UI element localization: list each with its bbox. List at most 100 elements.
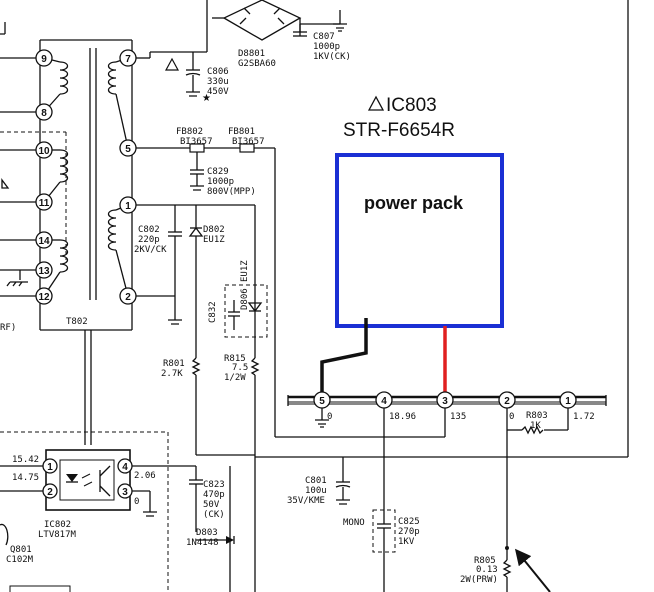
- t802-pin-11: 11: [39, 198, 50, 209]
- warning-icon: [164, 57, 180, 71]
- ic803-part: STR-F6654R: [343, 120, 455, 141]
- c832-ref: C832: [208, 301, 218, 323]
- t802-ref: T802: [66, 317, 88, 327]
- ic802-v3: 2.06: [134, 471, 156, 481]
- bridge-rectifier-d8801: D8801 G2SBA60: [150, 0, 302, 69]
- pin2-voltage: 0: [509, 412, 514, 422]
- q801-part: C102M: [6, 555, 34, 565]
- c807-v2: 1KV(CK): [313, 52, 351, 62]
- d806-ref: D806: [240, 288, 250, 310]
- r803-value: 1K: [530, 421, 541, 431]
- c801-v2: 35V/KME: [287, 496, 325, 506]
- t802-pin-5: 5: [125, 144, 131, 155]
- ic802-ref: IC802: [44, 520, 71, 530]
- t802-pin-7: 7: [125, 54, 131, 65]
- c802-ref: C802: [138, 225, 160, 235]
- capacitor-c807: C807 1000p 1KV(CK): [293, 10, 351, 62]
- q801-ref: Q801: [10, 545, 32, 555]
- r815-v1: 7.5: [232, 363, 248, 373]
- c806-ref: C806: [207, 67, 229, 77]
- ic803-pin-2: 2: [504, 396, 510, 407]
- resistor-r805: R805 0.13 2W(PRW): [460, 546, 551, 592]
- ic803-pin-5: 5: [319, 396, 325, 407]
- power-pack-outline: [335, 153, 504, 328]
- c823-ref: C823: [203, 480, 225, 490]
- t802-pin-8: 8: [41, 108, 47, 119]
- pin1-wiring: C802 220p 2KV/CK D802 EU1Z: [134, 204, 256, 358]
- r805-v1: 0.13: [476, 565, 498, 575]
- pin3-voltage: 135: [450, 412, 466, 422]
- capacitor-c825: MONO C825 270p 1KV: [343, 509, 420, 592]
- d802-ref: D802: [203, 225, 225, 235]
- ferrite-beads: FB802 BI3657 FB801 BI3657: [136, 127, 445, 438]
- d802-part: EU1Z: [203, 235, 225, 245]
- t802-pin-10: 10: [38, 146, 50, 157]
- ic802-pin-4: 4: [122, 462, 128, 473]
- c825-v1: 270p: [398, 527, 420, 537]
- ic802-pin-2: 2: [47, 487, 53, 498]
- pin1-voltage: 1.72: [573, 412, 595, 422]
- d803-part: 1N4148: [186, 538, 219, 548]
- r805-ref: R805: [474, 556, 496, 566]
- r805-v2: 2W(PRW): [460, 575, 498, 585]
- fb802-part: BI3657: [180, 137, 213, 147]
- c823-v2: 50V: [203, 500, 220, 510]
- c825-note: MONO: [343, 518, 365, 528]
- ic803-pin-bar: 5 4 3 2 1 0 18.96 135 0 1.72 R803 1K: [287, 391, 607, 560]
- t802-pin-14: 14: [38, 236, 50, 247]
- c807-ref: C807: [313, 32, 335, 42]
- t802-pin-13: 13: [38, 266, 50, 277]
- c806-v1: 330u: [207, 77, 229, 87]
- t802-pin-1: 1: [125, 201, 131, 212]
- diode-d803: D803 1N4148: [186, 466, 235, 592]
- d8801-part: G2SBA60: [238, 59, 276, 69]
- t802-pin-9: 9: [41, 54, 47, 65]
- capacitor-c829: C829 1000p 800V(MPP): [190, 152, 256, 197]
- c801-v1: 100u: [305, 486, 327, 496]
- c802-v2: 2KV/CK: [134, 245, 167, 255]
- d803-ref: D803: [196, 528, 218, 538]
- c802-v1: 220p: [138, 235, 160, 245]
- power-pack-box: power pack: [335, 153, 504, 328]
- transformer-t802: 9 8 10 11 14 13 12 7 5 1 2 T802: [35, 39, 137, 331]
- ic803-pin-1: 1: [565, 396, 571, 407]
- c801-ref: C801: [305, 476, 327, 486]
- ic802-pin-3: 3: [122, 487, 128, 498]
- r815-v2: 1/2W: [224, 373, 246, 383]
- fb801-ref: FB801: [228, 127, 255, 137]
- ic802-part: LTV817M: [38, 530, 77, 540]
- pin4-voltage: 18.96: [389, 412, 416, 422]
- c825-v2: 1KV: [398, 537, 415, 547]
- capacitor-c806: C806 330u 450V ★: [164, 52, 229, 104]
- pin5-highlight-wire: [320, 318, 368, 397]
- ic803-ref: IC803: [386, 95, 437, 116]
- transistor-q801: Q801 C102M: [0, 523, 71, 592]
- fb802-ref: FB802: [176, 127, 203, 137]
- c823-v3: (CK): [203, 510, 225, 520]
- left-side-wiring: RF): [0, 22, 92, 445]
- c823-v1: 470p: [203, 490, 225, 500]
- t802-pin-2: 2: [125, 292, 131, 303]
- star-icon: ★: [202, 93, 211, 104]
- c829-v1: 1000p: [207, 177, 234, 187]
- ic802-pin-1: 1: [47, 462, 53, 473]
- c829-ref: C829: [207, 167, 229, 177]
- c825-ref: C825: [398, 517, 420, 527]
- r801-value: 2.7K: [161, 369, 183, 379]
- optocoupler-ic802: 1 2 3 4 15.42 14.75 2.06 0 IC802 LTV817M: [0, 449, 196, 540]
- d8801-ref: D8801: [238, 49, 265, 59]
- rf-label: RF): [0, 323, 16, 333]
- c807-v1: 1000p: [313, 42, 340, 52]
- resistors-r801-r815: R801 2.7K R815 7.5 1/2W: [161, 345, 260, 455]
- ic802-v2: 14.75: [12, 473, 39, 483]
- d806-part: EU1Z: [240, 260, 250, 282]
- pin5-voltage: 0: [327, 412, 332, 422]
- t802-pin-12: 12: [38, 292, 50, 303]
- ic802-v1: 15.42: [12, 455, 39, 465]
- ic803-boundary: IC803 STR-F6654R: [255, 0, 629, 458]
- warning-icon: [367, 95, 385, 111]
- capacitor-c823: C823 470p 50V (CK): [189, 466, 225, 532]
- r801-ref: R801: [163, 359, 185, 369]
- c806-v2: 450V: [207, 87, 229, 97]
